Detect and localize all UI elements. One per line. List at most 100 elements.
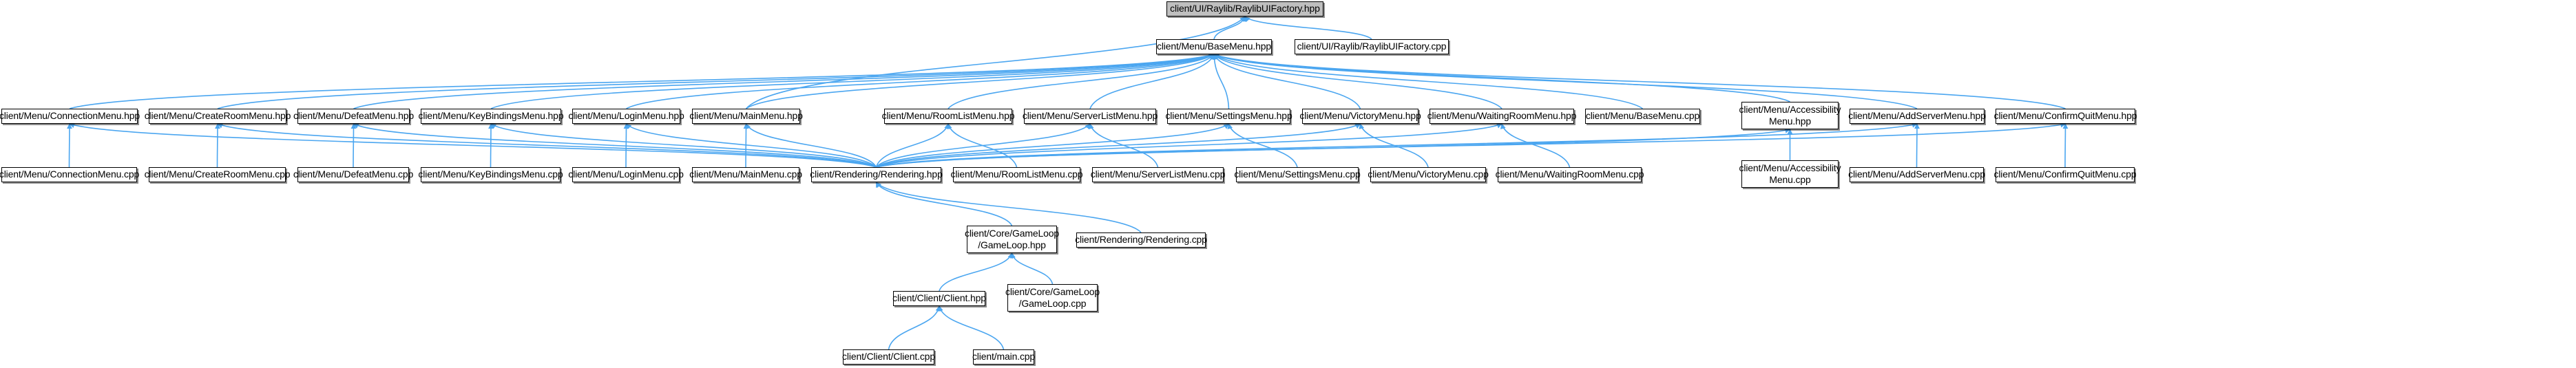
graph-edge — [1244, 16, 1372, 40]
graph-node[interactable]: client/Menu/ConnectionMenu.cpp — [0, 167, 139, 182]
graph-node[interactable]: client/Rendering/Rendering.cpp — [1075, 232, 1207, 248]
graph-edge — [490, 54, 1215, 109]
graph-node[interactable]: client/Menu/MainMenu.hpp — [689, 109, 803, 124]
graph-edge — [875, 182, 1013, 226]
graph-node-label: client/Menu/MainMenu.cpp — [689, 169, 802, 180]
graph-node[interactable]: client/Menu/LoginMenu.cpp — [568, 167, 684, 182]
graph-node-label: client/Menu/DefeatMenu.cpp — [293, 169, 414, 180]
graph-node[interactable]: client/UI/Raylib/RaylibUIFactory.cpp — [1295, 39, 1449, 54]
graph-node[interactable]: client/Client/Client.hpp — [892, 291, 986, 306]
graph-node[interactable]: client/Menu/BaseMenu.cpp — [1585, 109, 1700, 124]
graph-node[interactable]: client/Menu/DefeatMenu.hpp — [293, 109, 414, 124]
graph-node[interactable]: client/Menu/RoomListMenu.cpp — [951, 167, 1083, 182]
graph-node[interactable]: client/Menu/BaseMenu.hpp — [1156, 39, 1272, 54]
graph-edge — [626, 54, 1215, 109]
graph-node[interactable]: client/Client/Client.cpp — [842, 349, 935, 365]
graph-edge — [1359, 123, 1429, 168]
graph-edge — [1213, 54, 1918, 109]
graph-edge — [745, 123, 877, 168]
graph-node[interactable]: client/Menu/ConnectionMenu.hpp — [0, 109, 140, 124]
graph-edge — [875, 123, 1091, 168]
graph-node[interactable]: client/Menu/ConfirmQuitMenu.cpp — [1994, 167, 2137, 182]
graph-node-label: client/Menu/ServerListMenu.hpp — [1022, 110, 1158, 122]
graph-node-label: client/Menu/RoomListMenu.hpp — [881, 110, 1015, 122]
graph-edge — [490, 123, 877, 168]
graph-edge — [488, 123, 494, 168]
graph-node-label: client/Menu/BaseMenu.cpp — [1585, 110, 1700, 122]
graph-edge — [353, 53, 1215, 109]
graph-node-label: client/Menu/SettingsMenu.hpp — [1165, 110, 1292, 122]
graph-edge — [350, 123, 357, 168]
graph-node[interactable]: client/Menu/Accessibility Menu.hpp — [1739, 102, 1841, 129]
graph-node-label: client/Menu/AddServerMenu.hpp — [1848, 110, 1986, 122]
graph-node-label: client/Rendering/Rendering.hpp — [810, 169, 943, 180]
graph-edge — [625, 123, 877, 168]
graph-node[interactable]: client/Rendering/Rendering.hpp — [810, 167, 943, 182]
graph-edge — [1211, 54, 1230, 109]
graph-node[interactable]: client/Menu/KeyBindingsMenu.hpp — [419, 109, 564, 124]
graph-node[interactable]: client/Menu/ServerListMenu.hpp — [1023, 109, 1158, 124]
graph-node[interactable]: client/Menu/CreateRoomMenu.cpp — [145, 167, 291, 182]
graph-node[interactable]: client/Menu/ConfirmQuitMenu.hpp — [1994, 109, 2137, 124]
graph-node-label: client/Menu/CreateRoomMenu.cpp — [144, 169, 291, 180]
graph-node[interactable]: client/Menu/VictoryMenu.cpp — [1368, 167, 1489, 182]
graph-edge — [1213, 54, 1502, 109]
graph-node-label: client/Menu/ConnectionMenu.cpp — [0, 169, 140, 180]
graph-node-label: client/main.cpp — [972, 351, 1036, 362]
graph-node[interactable]: client/Menu/KeyBindingsMenu.cpp — [418, 167, 563, 182]
graph-node[interactable]: client/Menu/WaitingRoomMenu.cpp — [1496, 167, 1644, 182]
graph-edge — [217, 53, 1215, 109]
graph-node-label: client/Menu/LoginMenu.hpp — [568, 110, 684, 122]
graph-node-label: client/Menu/VictoryMenu.hpp — [1299, 110, 1421, 122]
graph-edge — [1213, 54, 1643, 109]
graph-node[interactable]: client/Menu/ServerListMenu.cpp — [1091, 167, 1225, 182]
graph-edge — [946, 123, 1018, 168]
graph-edge — [875, 123, 950, 168]
graph-edge — [1213, 16, 1247, 40]
graph-node[interactable]: client/Menu/AddServerMenu.hpp — [1848, 109, 1986, 124]
graph-node-label: client/Client/Client.hpp — [892, 292, 986, 304]
graph-node-label: client/Menu/DefeatMenu.hpp — [293, 110, 415, 122]
graph-edge — [876, 123, 1502, 168]
graph-node-label: client/Menu/BaseMenu.hpp — [1156, 41, 1272, 52]
graph-node-label: client/Menu/RoomListMenu.cpp — [950, 169, 1083, 180]
graph-edge — [1088, 123, 1159, 168]
graph-node-label: client/Menu/VictoryMenu.cpp — [1368, 169, 1489, 180]
graph-node-root[interactable]: client/UI/Raylib/RaylibUIFactory.hpp — [1166, 1, 1323, 17]
graph-node[interactable]: client/Menu/WaitingRoomMenu.hpp — [1427, 109, 1576, 124]
graph-node-label: client/Menu/KeyBindingsMenu.hpp — [418, 110, 564, 122]
graph-node-label: client/Menu/ConfirmQuitMenu.hpp — [1993, 110, 2137, 122]
graph-node-label: client/Menu/CreateRoomMenu.hpp — [144, 110, 291, 122]
graph-edge — [1213, 53, 2066, 109]
graph-node-label: client/Menu/KeyBindingsMenu.cpp — [418, 169, 563, 180]
graph-edge — [888, 305, 941, 350]
graph-node[interactable]: client/Menu/RoomListMenu.hpp — [882, 109, 1014, 124]
graph-node-label: client/Menu/AddServerMenu.cpp — [1848, 169, 1985, 180]
graph-edge — [623, 123, 629, 168]
graph-node-label: client/UI/Raylib/RaylibUIFactory.hpp — [1170, 3, 1320, 14]
graph-node[interactable]: client/Menu/SettingsMenu.hpp — [1165, 109, 1292, 124]
graph-node[interactable]: client/Core/GameLoop /GameLoop.cpp — [1005, 284, 1100, 312]
graph-node-label: client/Menu/WaitingRoomMenu.hpp — [1427, 110, 1577, 122]
graph-node[interactable]: client/Menu/MainMenu.cpp — [689, 167, 802, 182]
graph-node-label: client/Core/GameLoop /GameLoop.cpp — [1005, 286, 1100, 309]
graph-node[interactable]: client/Menu/DefeatMenu.cpp — [293, 167, 413, 182]
graph-node-label: client/UI/Raylib/RaylibUIFactory.cpp — [1297, 41, 1447, 52]
graph-node[interactable]: client/Menu/VictoryMenu.hpp — [1299, 109, 1421, 124]
graph-node[interactable]: client/main.cpp — [972, 349, 1035, 365]
graph-node-label: client/Menu/MainMenu.hpp — [689, 110, 803, 122]
graph-node[interactable]: client/Menu/SettingsMenu.cpp — [1234, 167, 1361, 182]
graph-node-label: client/Menu/SettingsMenu.cpp — [1234, 169, 1361, 180]
graph-edge — [876, 123, 1361, 168]
graph-node[interactable]: client/Menu/AddServerMenu.cpp — [1848, 167, 1985, 182]
graph-node-label: client/Client/Client.cpp — [842, 351, 935, 362]
graph-node[interactable]: client/Menu/LoginMenu.hpp — [568, 109, 684, 124]
graph-node[interactable]: client/Menu/CreateRoomMenu.hpp — [145, 109, 291, 124]
graph-edge — [1213, 54, 1790, 102]
graph-node-label: client/Menu/Accessibility Menu.hpp — [1739, 104, 1841, 127]
graph-node[interactable]: client/Core/GameLoop /GameLoop.hpp — [965, 226, 1059, 253]
graph-node[interactable]: client/Menu/Accessibility Menu.cpp — [1739, 160, 1841, 188]
graph-edge — [1914, 123, 1920, 168]
